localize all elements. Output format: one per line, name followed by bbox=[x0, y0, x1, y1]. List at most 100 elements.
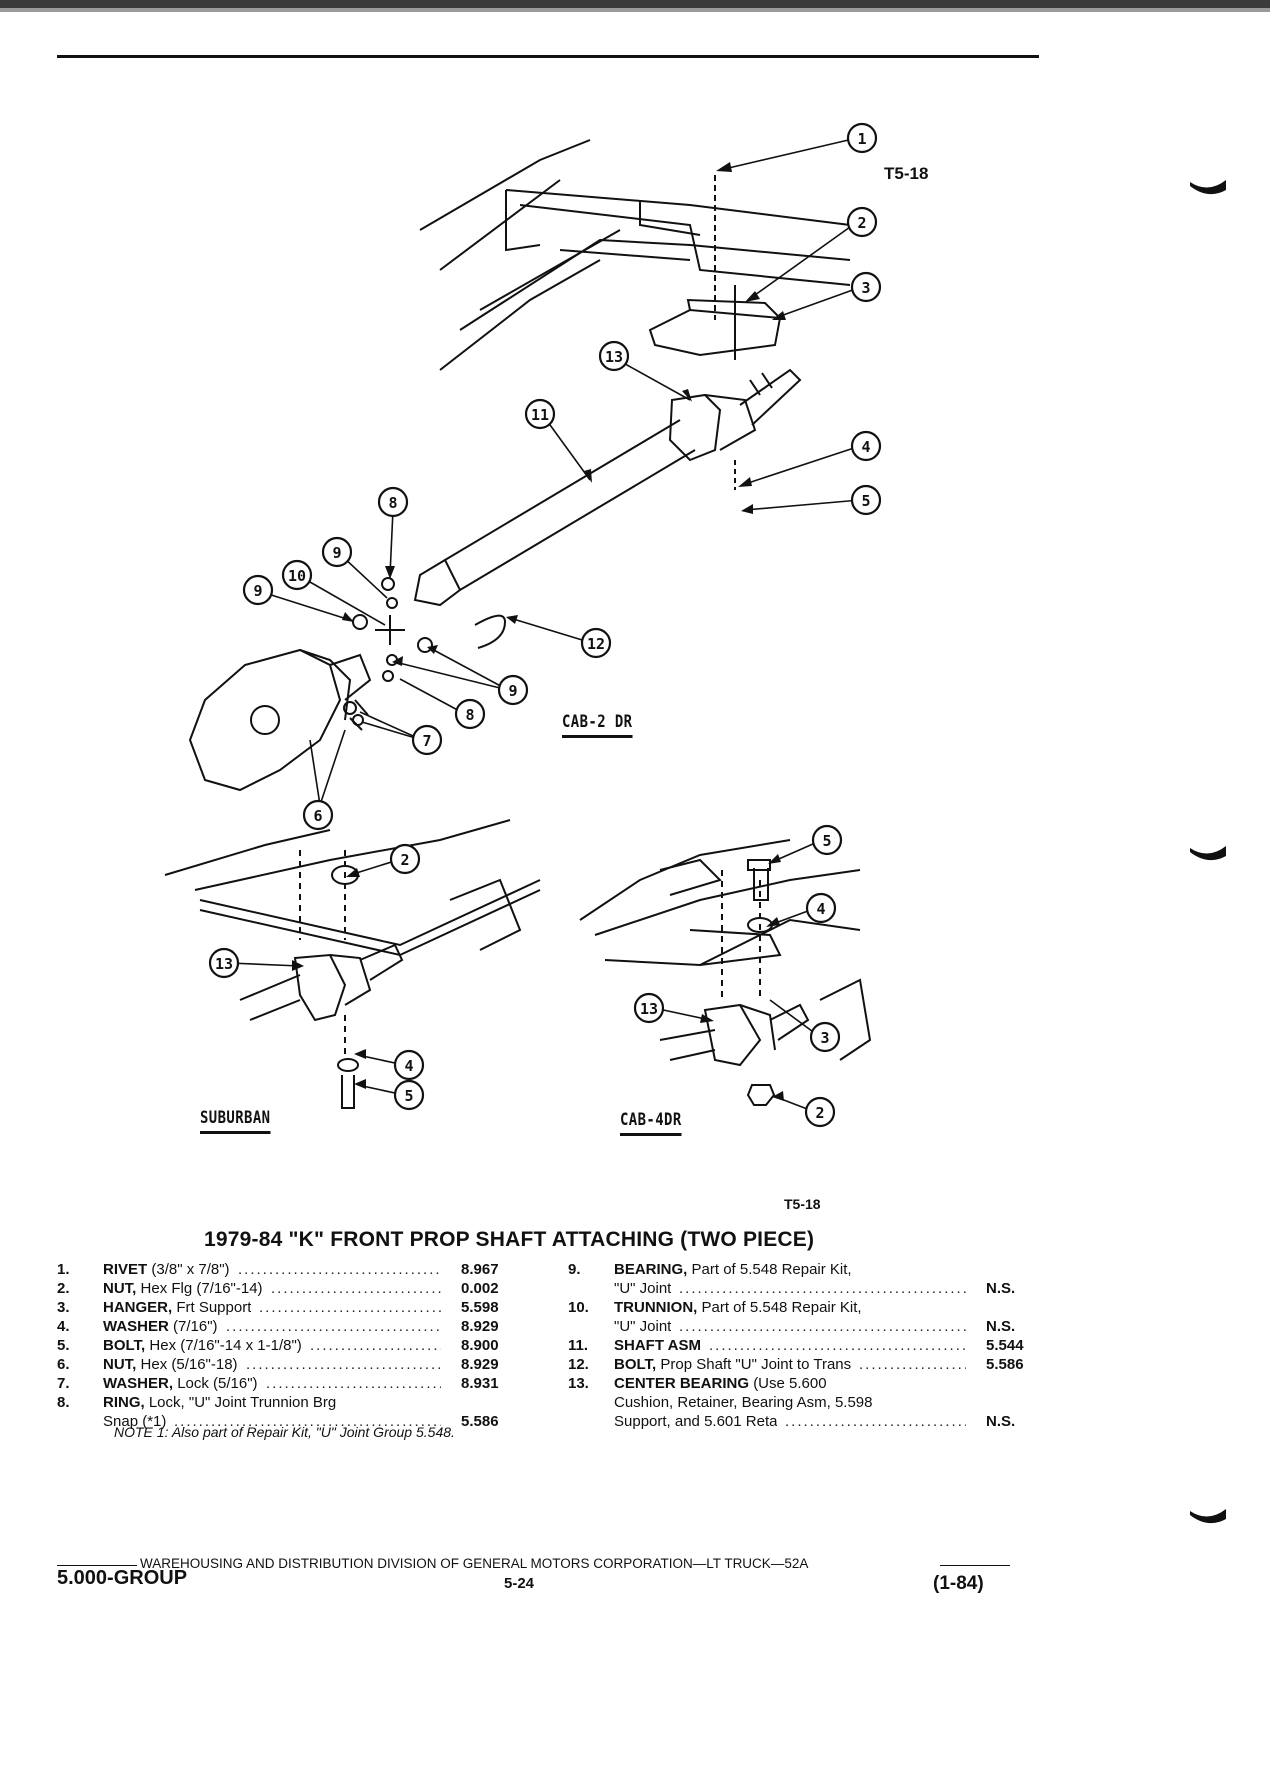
item-name: SHAFT ASM bbox=[614, 1337, 701, 1354]
leader-dots: ........................................… bbox=[679, 1318, 966, 1335]
leader-dots: ........................................… bbox=[271, 1280, 441, 1297]
footer-rule-left bbox=[57, 1565, 137, 1566]
callout-main-4: 13 bbox=[598, 340, 630, 372]
callout-number: 11 bbox=[531, 406, 549, 424]
parts-row: 2.NUT, Hex Flg (7/16"-14)...............… bbox=[57, 1279, 557, 1298]
catalog-number: 5.586 bbox=[461, 1413, 499, 1430]
parts-row: "U" Joint...............................… bbox=[568, 1317, 1038, 1336]
item-name: NUT, bbox=[103, 1280, 137, 1297]
parts-list-right-column: 9.BEARING, Part of 5.548 Repair Kit,"U" … bbox=[568, 1260, 1038, 1431]
item-name: RIVET bbox=[103, 1261, 148, 1278]
exploded-diagram bbox=[164, 137, 872, 1113]
callout-main-9: 9 bbox=[321, 536, 353, 568]
frame-crossmember-drawing bbox=[419, 139, 851, 371]
parts-row: 13.CENTER BEARING (Use 5.600 bbox=[568, 1374, 1038, 1393]
parts-list-title: 1979-84 "K" FRONT PROP SHAFT ATTACHING (… bbox=[204, 1228, 815, 1251]
parts-row: Cushion, Retainer, Bearing Asm, 5.598 bbox=[568, 1393, 1038, 1412]
item-name: BOLT, bbox=[614, 1356, 657, 1373]
item-spec: Cushion, Retainer, Bearing Asm, 5.598 bbox=[614, 1394, 873, 1411]
parts-row: "U" Joint...............................… bbox=[568, 1279, 1038, 1298]
leader-dots: ........................................… bbox=[859, 1356, 966, 1373]
callout-main-16: 6 bbox=[302, 799, 334, 831]
catalog-number: 5.544 bbox=[986, 1337, 1024, 1354]
item-spec: Prop Shaft "U" Joint to Trans bbox=[660, 1356, 852, 1373]
callout-number: 5 bbox=[822, 832, 831, 850]
item-description: BEARING, Part of 5.548 Repair Kit, bbox=[614, 1260, 852, 1279]
parts-row: 8.RING, Lock, "U" Joint Trunnion Brg bbox=[57, 1393, 557, 1412]
callout-main-10: 10 bbox=[281, 559, 313, 591]
item-number: 4. bbox=[57, 1318, 70, 1335]
item-spec: Hex (5/16"-18) bbox=[140, 1356, 238, 1373]
callout-number: 5 bbox=[404, 1087, 413, 1105]
suburban-view-drawing bbox=[164, 819, 541, 1109]
callout-suburban-1: 2 bbox=[389, 843, 421, 875]
item-number: 3. bbox=[57, 1299, 70, 1316]
item-number: 13. bbox=[568, 1375, 589, 1392]
callout-cab4dr-2: 4 bbox=[805, 892, 837, 924]
view-label-cab-4dr: CAB-4DR bbox=[620, 1110, 682, 1136]
parts-row: 5.BOLT, Hex (7/16"-14 x 1-1/8").........… bbox=[57, 1336, 557, 1355]
callout-number: 1 bbox=[857, 130, 866, 148]
callout-number: 13 bbox=[215, 955, 233, 973]
item-description: Cushion, Retainer, Bearing Asm, 5.598 bbox=[614, 1393, 873, 1412]
parts-list-note: NOTE 1: Also part of Repair Kit, "U" Joi… bbox=[114, 1424, 455, 1440]
callout-number: 3 bbox=[861, 279, 870, 297]
item-description: BOLT, Hex (7/16"-14 x 1-1/8") bbox=[103, 1336, 302, 1355]
item-spec: Lock, "U" Joint Trunnion Brg bbox=[148, 1394, 337, 1411]
item-description: WASHER (7/16") bbox=[103, 1317, 218, 1336]
callout-main-1: 1 bbox=[846, 122, 878, 154]
item-description: NUT, Hex (5/16"-18) bbox=[103, 1355, 238, 1374]
catalog-number: 8.900 bbox=[461, 1337, 499, 1354]
parts-row: 1.RIVET (3/8" x 7/8")...................… bbox=[57, 1260, 557, 1279]
item-name: BEARING, bbox=[614, 1261, 688, 1278]
callout-number: 3 bbox=[820, 1029, 829, 1047]
item-number: 2. bbox=[57, 1280, 70, 1297]
scan-top-border bbox=[0, 0, 1270, 22]
callout-number: 9 bbox=[253, 582, 262, 600]
callout-number: 2 bbox=[815, 1104, 824, 1122]
prop-shaft-drawing bbox=[413, 419, 696, 607]
item-description: HANGER, Frt Support bbox=[103, 1298, 251, 1317]
callout-main-8: 8 bbox=[377, 486, 409, 518]
leader-dots: ........................................… bbox=[310, 1337, 441, 1354]
catalog-number: 8.929 bbox=[461, 1356, 499, 1373]
leader-dots: ........................................… bbox=[679, 1280, 966, 1297]
footer-group-number: 5.000-GROUP bbox=[57, 1567, 188, 1589]
item-spec: Snap (*1) bbox=[103, 1413, 167, 1430]
parts-row: 12.BOLT, Prop Shaft "U" Joint to Trans..… bbox=[568, 1355, 1038, 1374]
callout-number: 8 bbox=[388, 494, 397, 512]
item-spec: (7/16") bbox=[173, 1318, 218, 1335]
catalog-number: N.S. bbox=[986, 1280, 1016, 1297]
parts-row: 11.SHAFT ASM ...........................… bbox=[568, 1336, 1038, 1355]
callout-main-5: 11 bbox=[524, 398, 556, 430]
callout-number: 4 bbox=[404, 1057, 413, 1075]
catalog-number: N.S. bbox=[986, 1413, 1016, 1430]
callout-main-12: 12 bbox=[580, 627, 612, 659]
item-spec: Frt Support bbox=[176, 1299, 252, 1316]
item-description: Support, and 5.601 Reta bbox=[614, 1412, 777, 1431]
callout-number: 8 bbox=[465, 706, 474, 724]
leader-dots: ........................................… bbox=[246, 1356, 441, 1373]
catalog-number: 8.967 bbox=[461, 1261, 499, 1278]
parts-row: 6.NUT, Hex (5/16"-18)...................… bbox=[57, 1355, 557, 1374]
item-name: WASHER bbox=[103, 1318, 169, 1335]
item-description: Snap (*1) bbox=[103, 1412, 166, 1431]
callout-number: 13 bbox=[605, 348, 623, 366]
leader-dots: ........................................… bbox=[259, 1299, 441, 1316]
catalog-number: 8.929 bbox=[461, 1318, 499, 1335]
item-description: BOLT, Prop Shaft "U" Joint to Trans bbox=[614, 1355, 851, 1374]
binder-mark bbox=[1190, 1509, 1226, 1524]
callout-main-13: 9 bbox=[497, 674, 529, 706]
transfer-case-drawing bbox=[188, 648, 372, 792]
parts-row: 7.WASHER, Lock (5/16")..................… bbox=[57, 1374, 557, 1393]
item-spec: "U" Joint bbox=[614, 1318, 672, 1335]
leader-dots: ........................................… bbox=[266, 1375, 441, 1392]
leader-dots: ........................................… bbox=[226, 1318, 441, 1335]
callout-number: 10 bbox=[288, 567, 306, 585]
callout-main-6: 4 bbox=[850, 430, 882, 462]
binder-mark bbox=[1190, 180, 1226, 195]
callout-number: 4 bbox=[816, 900, 825, 918]
parts-row: 9.BEARING, Part of 5.548 Repair Kit, bbox=[568, 1260, 1038, 1279]
figure-code-bottom: T5-18 bbox=[784, 1196, 821, 1212]
view-label-suburban: SUBURBAN bbox=[200, 1108, 271, 1134]
